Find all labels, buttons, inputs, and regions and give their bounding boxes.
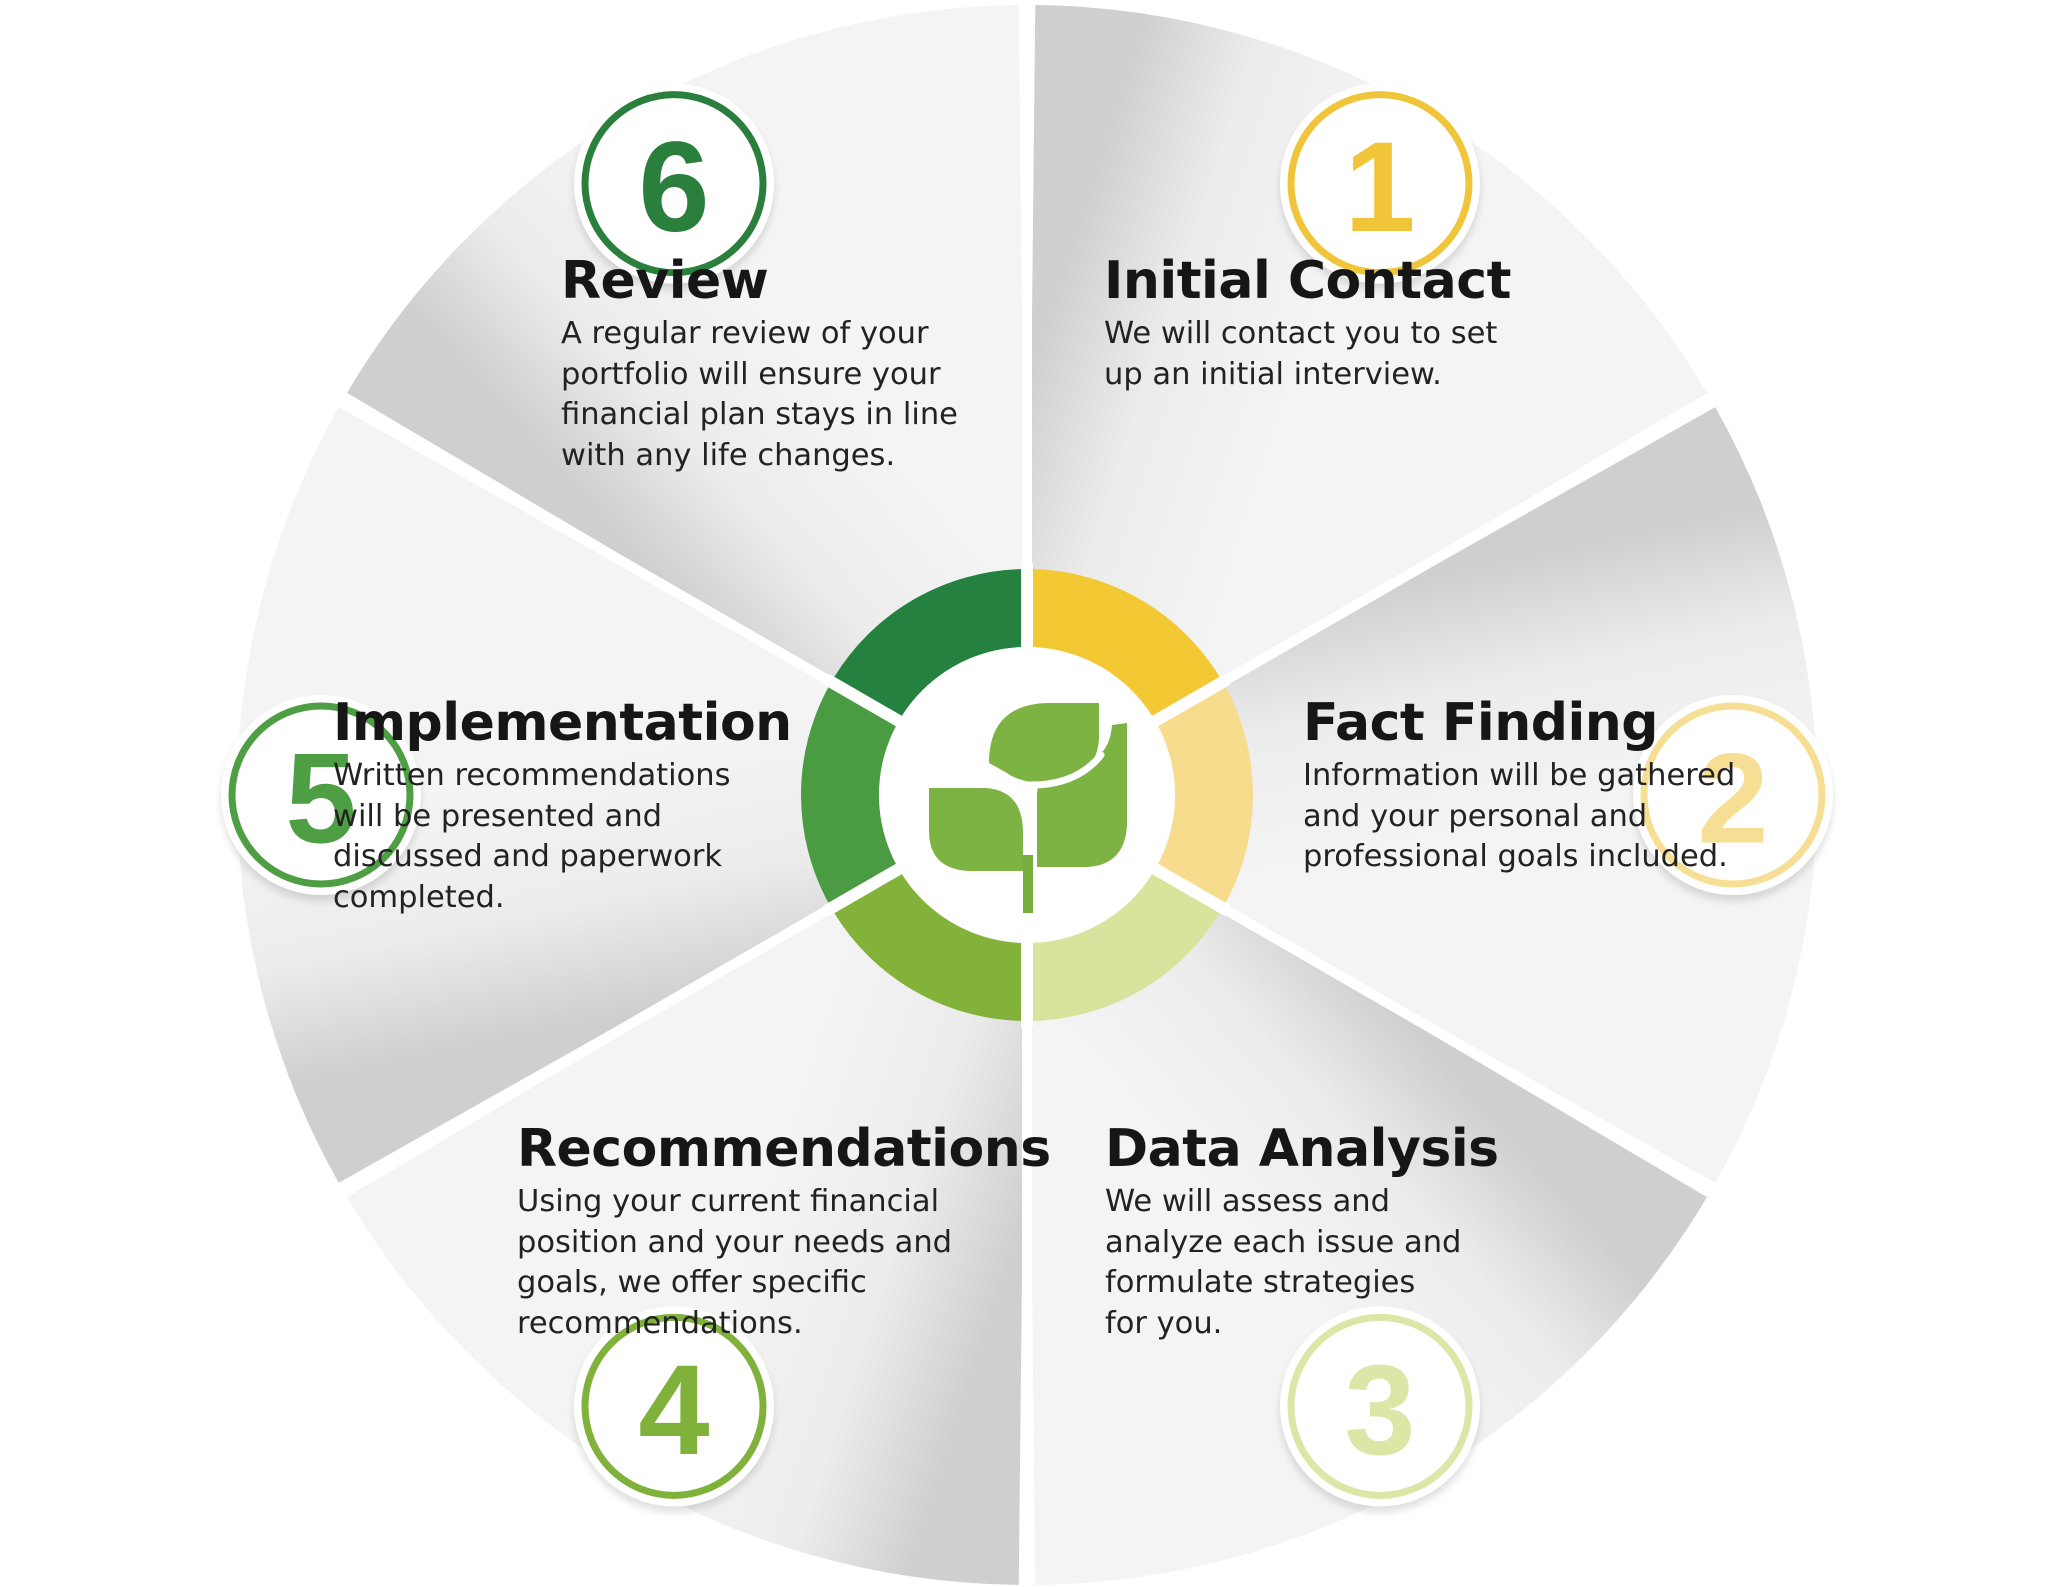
step-5-badge: 5 bbox=[221, 695, 421, 901]
step-5-title: Implementation bbox=[333, 693, 792, 753]
step-5-line-4: completed. bbox=[333, 879, 505, 915]
step-4-badge-ring bbox=[581, 1313, 767, 1499]
step-4-description: Using your current financial position an… bbox=[517, 1182, 1051, 1344]
step-2-line-3: professional goals included. bbox=[1303, 839, 1728, 874]
step-5-line-3: discussed and paperwork bbox=[333, 839, 723, 874]
step-1-line-1: We will contact you to set bbox=[1104, 316, 1498, 351]
step-3-line-2: analyze each issue and bbox=[1105, 1224, 1462, 1260]
segment-step-5 bbox=[237, 407, 1028, 1183]
step-6-title: Review bbox=[561, 251, 769, 311]
leaf-right bbox=[1037, 723, 1127, 867]
step-4-text: Recommendations Using your current finan… bbox=[517, 1118, 1051, 1344]
step-6-badge-number: 6 bbox=[638, 116, 709, 259]
step-5-badge-ring bbox=[228, 702, 414, 888]
step-5-line-1: Written recommendations bbox=[333, 758, 731, 793]
hub-ring-step-5 bbox=[800, 686, 898, 904]
step-4-line-3: goals, we offer specific bbox=[517, 1265, 867, 1300]
step-3-badge-ring bbox=[1287, 1313, 1473, 1499]
hub-ring-step-6 bbox=[833, 569, 1024, 719]
step-2-title: Fact Finding bbox=[1303, 693, 1659, 753]
hub-ring-step-1 bbox=[1030, 569, 1221, 719]
step-4-badge-number: 4 bbox=[638, 1339, 709, 1482]
step-1-description: We will contact you to set up an initial… bbox=[1104, 314, 1511, 395]
step-4-badge: 4 bbox=[574, 1306, 774, 1513]
step-1-badge-bg bbox=[1280, 83, 1480, 284]
step-5-description: Written recommendations will be presente… bbox=[333, 756, 792, 918]
segment-step-1 bbox=[1027, 5, 1707, 795]
step-2-badge-bg bbox=[1633, 695, 1833, 895]
hub-center-disc bbox=[879, 647, 1175, 943]
step-4-title: Recommendations bbox=[517, 1119, 1051, 1179]
step-3-description: We will assess and analyze each issue an… bbox=[1105, 1182, 1499, 1344]
step-6-text: Review A regular review of your portfoli… bbox=[561, 250, 958, 476]
step-1-badge-ring bbox=[1287, 91, 1473, 277]
step-1-line-2: up an initial interview. bbox=[1104, 356, 1442, 392]
step-5-line-2: will be presented and bbox=[333, 798, 663, 834]
step-3-badge-bg bbox=[1280, 1306, 1480, 1507]
step-4-line-4: recommendations. bbox=[517, 1305, 803, 1341]
step-3-text: Data Analysis We will assess and analyze… bbox=[1105, 1118, 1499, 1344]
step-2-line-2: and your personal and bbox=[1303, 798, 1648, 834]
step-6-line-3: financial plan stays in line bbox=[561, 397, 958, 432]
step-6-line-2: portfolio will ensure your bbox=[561, 356, 941, 392]
step-2-description: Information will be gathered and your pe… bbox=[1303, 756, 1735, 878]
step-3-line-3: formulate strategies bbox=[1105, 1265, 1416, 1300]
step-2-text: Fact Finding Information will be gathere… bbox=[1303, 692, 1735, 878]
step-6-description: A regular review of your portfolio will … bbox=[561, 314, 958, 476]
hub-ring-step-4 bbox=[833, 871, 1024, 1021]
step-3-line-1: We will assess and bbox=[1105, 1184, 1390, 1219]
step-5-badge-number: 5 bbox=[285, 728, 356, 871]
step-6-line-4: with any life changes. bbox=[561, 437, 896, 473]
step-6-badge: 6 bbox=[574, 83, 774, 290]
step-4-badge-bg bbox=[574, 1306, 774, 1507]
step-6-line-1: A regular review of your bbox=[561, 316, 929, 351]
step-3-line-4: for you. bbox=[1105, 1305, 1223, 1341]
step-1-badge: 1 bbox=[1280, 83, 1480, 290]
segment-step-2 bbox=[1027, 407, 1817, 1183]
step-1-text: Initial Contact We will contact you to s… bbox=[1104, 250, 1511, 395]
step-1-title: Initial Contact bbox=[1104, 251, 1511, 311]
step-3-badge-number: 3 bbox=[1344, 1339, 1415, 1482]
segment-step-4 bbox=[347, 795, 1027, 1585]
step-1-badge-number: 1 bbox=[1344, 116, 1415, 259]
leaf-top bbox=[989, 703, 1099, 784]
leaf-stem bbox=[1023, 855, 1033, 913]
step-5-badge-bg bbox=[221, 695, 421, 895]
leaf-sprout-icon bbox=[929, 703, 1127, 913]
step-2-badge: 2 bbox=[1633, 695, 1833, 901]
step-2-badge-ring bbox=[1640, 702, 1826, 888]
step-3-badge: 3 bbox=[1280, 1306, 1480, 1513]
step-4-line-1: Using your current financial bbox=[517, 1184, 940, 1219]
step-6-badge-ring bbox=[581, 91, 767, 277]
step-3-title: Data Analysis bbox=[1105, 1119, 1499, 1179]
step-2-line-1: Information will be gathered bbox=[1303, 758, 1736, 793]
hub-ring-step-3 bbox=[1030, 871, 1221, 1021]
step-4-line-2: position and your needs and bbox=[517, 1224, 953, 1260]
segment-step-6 bbox=[347, 5, 1027, 795]
step-2-badge-number: 2 bbox=[1697, 728, 1768, 871]
segment-step-3 bbox=[1027, 795, 1707, 1585]
hub-ring-step-2 bbox=[1156, 686, 1253, 904]
step-6-badge-bg bbox=[574, 83, 774, 284]
leaf-left bbox=[929, 788, 1023, 871]
step-5-text: Implementation Written recommendations w… bbox=[333, 692, 792, 918]
